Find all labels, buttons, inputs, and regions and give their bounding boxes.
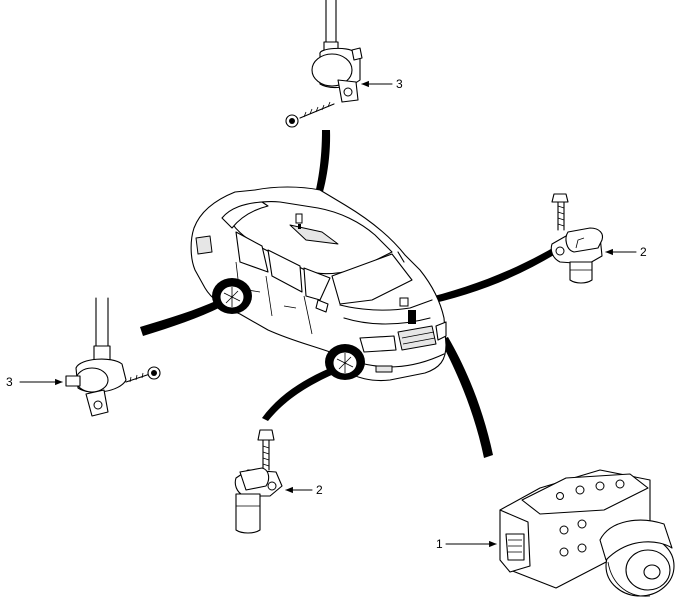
mounting-bolt [125,366,161,383]
callout-3-top: 3 [396,77,403,91]
swoosh-to-bottom-sensor [262,368,334,421]
abs-hydraulic-module: 1 [436,469,675,597]
callout-2-right: 2 [640,245,647,259]
connector-swooshes [140,130,559,458]
front-wheel-sensor-left: 2 [234,429,323,534]
rear-wheel-sensor-top: 3 [285,0,403,128]
front-wheel-sensor-right: 2 [550,193,647,284]
front-wheel [325,344,365,380]
rear-wheel [212,278,252,314]
callout-1: 1 [436,537,443,551]
mounting-bolt [257,429,275,471]
car-illustration [190,186,447,382]
swoosh-to-left-rear-sensor [140,300,221,336]
mounting-bolt [551,193,569,231]
swoosh-to-right-sensor [418,246,559,306]
car-sensor-marker-rear [295,213,303,229]
mounting-bolt [285,101,335,128]
rear-wheel-sensor-left: 3 [6,297,161,417]
swoosh-to-top-sensor [312,130,331,207]
car-sensor-marker-front [399,297,416,324]
callout-2-bottom: 2 [316,483,323,497]
callout-3-left: 3 [6,375,13,389]
swoosh-to-abs-module [440,337,493,458]
